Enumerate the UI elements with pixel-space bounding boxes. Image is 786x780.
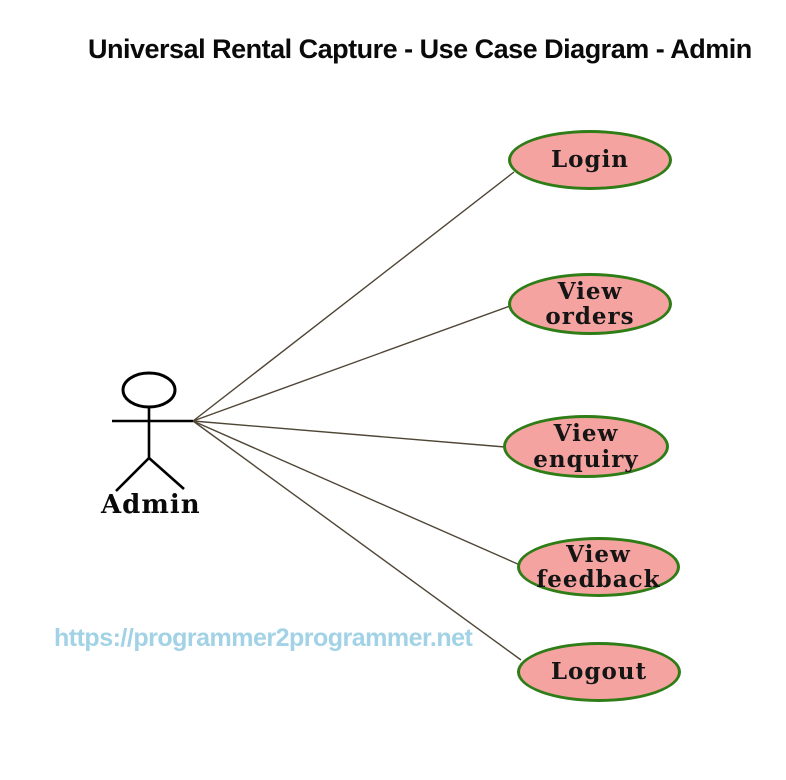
association-admin-view-orders: [192, 305, 511, 422]
usecase-label-login: Login: [550, 146, 630, 174]
association-admin-view-feedback: [192, 420, 521, 566]
actor-right-leg: [148, 457, 185, 490]
actor-figure: [112, 371, 193, 492]
association-lines: [192, 171, 522, 661]
watermark-url: https://programmer2programmer.net: [54, 624, 473, 652]
usecase-label-logout: Logout: [550, 658, 648, 686]
actor-head: [121, 371, 177, 409]
usecase-label-view-feedback: View feedback: [536, 540, 661, 593]
association-admin-login: [192, 171, 515, 422]
actor-left-leg: [115, 457, 150, 492]
actor-name-label: Admin: [101, 490, 201, 520]
diagram-title: Universal Rental Capture - Use Case Diag…: [88, 34, 752, 64]
usecase-ellipse-login: Login: [508, 130, 672, 190]
usecase-ellipse-logout: Logout: [517, 642, 681, 702]
usecase-ellipse-view-enquiry: View enquiry: [503, 415, 669, 478]
association-admin-view-enquiry: [192, 420, 506, 448]
usecase-label-view-orders: View orders: [545, 277, 635, 330]
usecase-ellipse-view-orders: View orders: [508, 273, 672, 335]
association-admin-logout: [192, 420, 522, 661]
usecase-ellipse-view-feedback: View feedback: [517, 537, 680, 597]
usecase-label-view-enquiry: View enquiry: [533, 420, 639, 473]
